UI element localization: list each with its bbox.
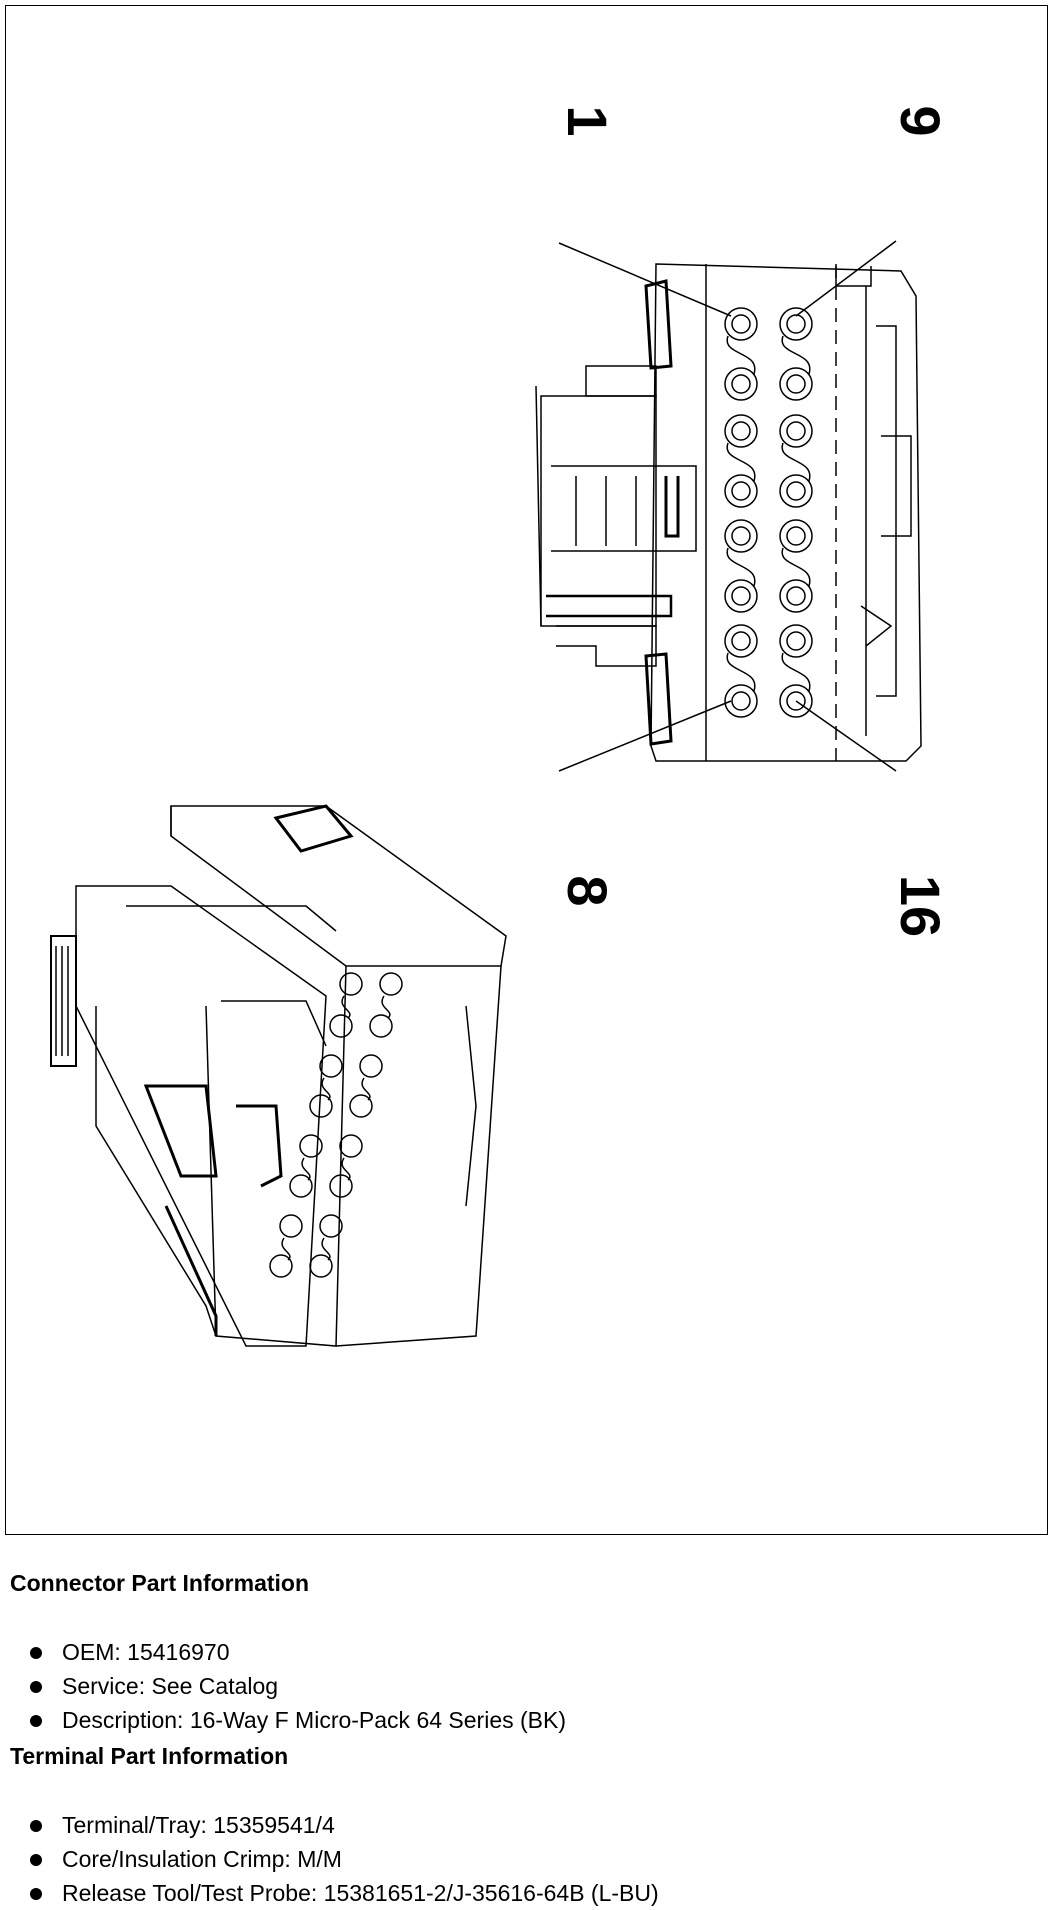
connector-info-list: OEM: 15416970 Service: See Catalog Descr…	[10, 1635, 1040, 1737]
pin-label-1: 1	[556, 105, 619, 136]
leader-line-pin-1	[558, 242, 732, 317]
iso-terminal-cavities	[269, 972, 403, 1278]
connector-info-service: Service: See Catalog	[10, 1669, 1040, 1703]
pin-label-8: 8	[556, 875, 619, 906]
terminal-info-tray: Terminal/Tray: 15359541/4	[10, 1808, 1040, 1842]
leader-line-pin-16	[795, 700, 897, 772]
connector-diagram-frame: 1 9 8 16	[5, 5, 1048, 1535]
connector-info-oem: OEM: 15416970	[10, 1635, 1040, 1669]
leader-line-pin-9	[795, 240, 897, 317]
leader-line-pin-8	[558, 700, 732, 772]
connector-isometric-view	[50, 804, 507, 1347]
connector-face-view	[535, 240, 922, 772]
pin-label-9: 9	[889, 105, 952, 136]
connector-diagram: 1 9 8 16	[50, 105, 952, 1347]
terminal-info-release-tool: Release Tool/Test Probe: 15381651-2/J-35…	[10, 1876, 1040, 1910]
connector-info-title: Connector Part Information	[10, 1570, 310, 1596]
pin-label-16: 16	[889, 875, 952, 937]
terminal-info-list: Terminal/Tray: 15359541/4 Core/Insulatio…	[10, 1808, 1040, 1910]
terminal-info-title: Terminal Part Information	[10, 1743, 289, 1769]
connector-info-description: Description: 16-Way F Micro-Pack 64 Seri…	[10, 1703, 1040, 1737]
terminal-info-crimp: Core/Insulation Crimp: M/M	[10, 1842, 1040, 1876]
part-information: Connector Part Information OEM: 15416970…	[10, 1570, 1040, 1910]
terminal-cavities	[724, 307, 813, 718]
